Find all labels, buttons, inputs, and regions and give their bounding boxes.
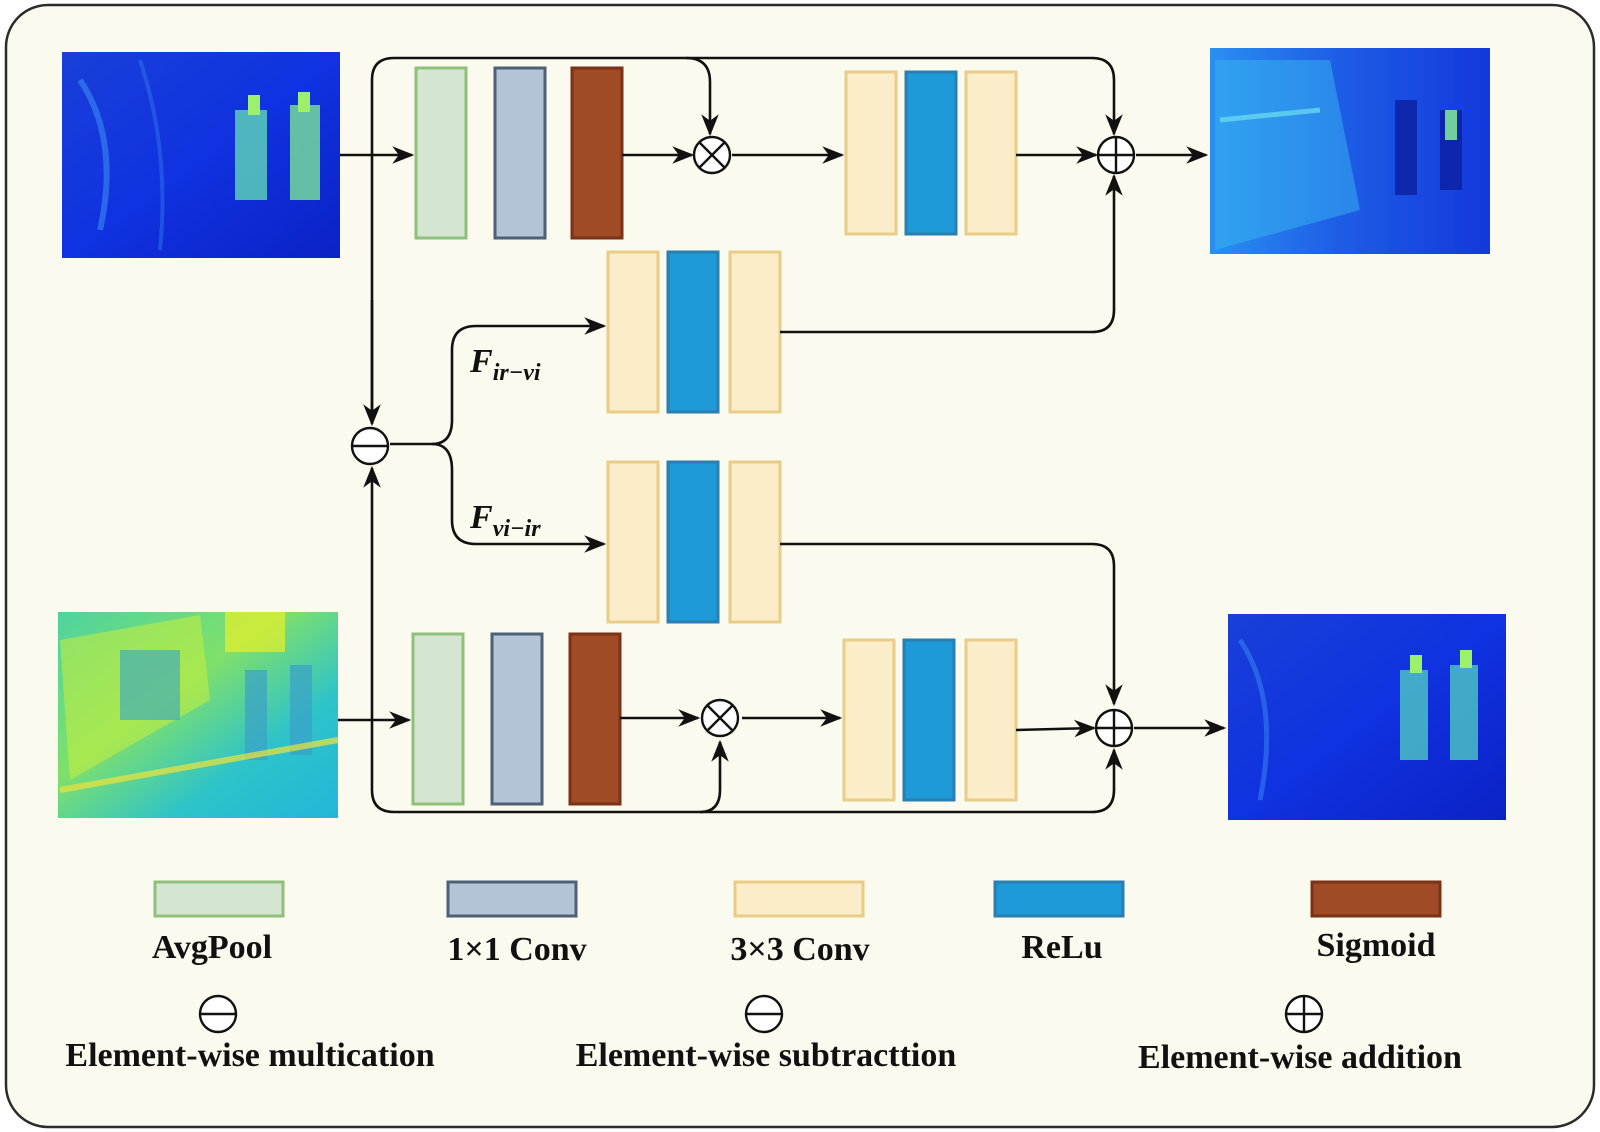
legend-label-addition: Element-wise addition [1138,1039,1462,1076]
legend-label-subtraction: Element-wise subtracttion [576,1037,957,1074]
legend-label-relu: ReLu [1021,929,1102,966]
legend-label-conv1x1: 1×1 Conv [447,931,586,968]
conv3x3-block-mid1-b [728,250,782,414]
output-image-top [1210,48,1490,254]
conv3x3-block-bottom-b [964,638,1018,802]
conv3x3-block-bottom-a [842,638,896,802]
subtract-operator [350,426,390,466]
multiply-operator-top [692,135,732,175]
conv3x3-block-top-b [964,70,1018,236]
multiply-operator-bottom [700,698,740,738]
output-image-bottom [1228,614,1506,820]
avgpool-block-bottom [411,632,465,806]
conv3x3-block-mid1-a [606,250,660,414]
legend-label-sigmoid: Sigmoid [1316,927,1435,964]
legend-swatch-conv3x3 [733,880,865,918]
conv1x1-block-bottom [490,632,544,806]
legend-label-multiplication: Element-wise multication [65,1037,434,1074]
legend-swatch-conv1x1 [446,880,578,918]
relu-block-mid1 [666,250,720,414]
input-image-top [62,52,340,258]
relu-block-top [904,70,958,236]
relu-block-bottom [902,638,956,802]
sigmoid-block-bottom [568,632,622,806]
legend-swatch-relu [993,880,1125,918]
legend-add-icon [1284,994,1324,1034]
avgpool-block-top [414,66,468,240]
legend-subtract-icon [744,994,784,1034]
diagram-panel [4,3,1596,1129]
legend-label-avgpool: AvgPool [152,929,272,966]
conv3x3-block-mid2-b [728,460,782,624]
legend-multiply-icon [198,994,238,1034]
label-f-vi-ir: Fvi−ir [469,499,541,542]
input-image-bottom [58,612,339,818]
label-f-ir-vi: Fir−vi [469,343,541,386]
sigmoid-block-top [570,66,624,240]
conv1x1-block-top [493,66,547,240]
add-operator-top [1096,135,1136,175]
relu-block-mid2 [666,460,720,624]
legend-label-conv3x3: 3×3 Conv [730,931,869,968]
add-operator-bottom [1094,708,1134,748]
legend-swatch-sigmoid [1310,880,1442,918]
conv3x3-block-mid2-a [606,460,660,624]
conv3x3-block-top-a [844,70,898,236]
legend-swatch-avgpool [153,880,285,918]
connectors [338,56,1227,814]
legend: AvgPool 1×1 Conv 3×3 Conv ReLu Sigmoid E… [65,880,1462,1076]
